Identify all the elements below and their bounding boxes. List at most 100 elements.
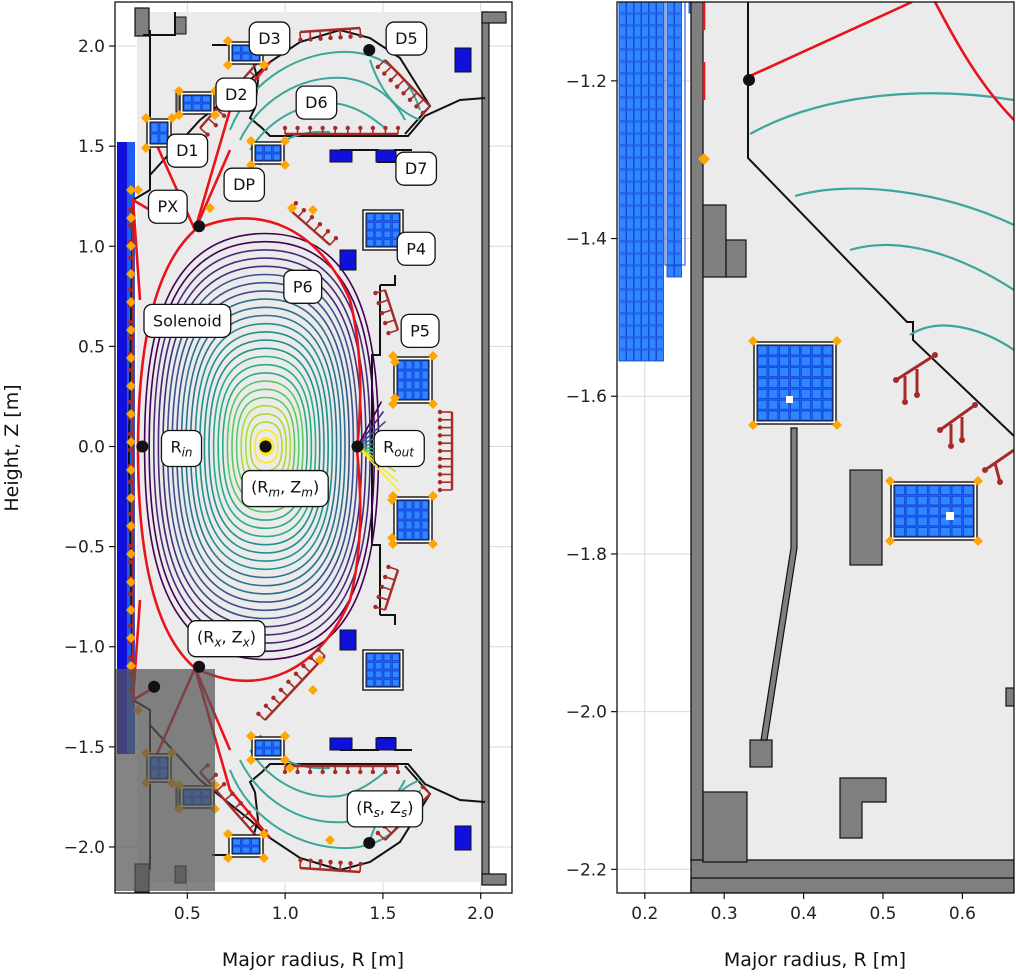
tile-bolt <box>298 857 303 863</box>
tile-bolt <box>127 335 133 341</box>
solenoid-cell <box>626 229 634 242</box>
solenoid-cell <box>666 217 675 230</box>
solenoid-cell <box>633 121 642 134</box>
tile-rail <box>289 209 331 246</box>
probe-marker <box>280 755 290 765</box>
x-tick-label: 0.6 <box>949 904 976 924</box>
solenoid-cell <box>674 145 682 158</box>
solenoid-cell <box>626 133 634 146</box>
probe-marker <box>973 536 983 546</box>
solenoid-cell <box>641 37 649 50</box>
tile-bolt <box>317 222 323 227</box>
tile-bolt <box>127 367 133 373</box>
point-magnetic-axis <box>259 440 272 453</box>
zoom-support-block <box>1005 687 1014 707</box>
tile-bolt <box>370 769 376 775</box>
tile-bolt <box>420 110 426 116</box>
solenoid-cell <box>633 25 642 38</box>
y-tick-label: −0.5 <box>64 538 105 558</box>
tile-bolt <box>414 104 419 109</box>
solenoid-cell <box>641 253 649 266</box>
solenoid-cell <box>648 25 657 38</box>
solenoid-cell <box>633 145 642 158</box>
vessel-flange-bottom <box>481 873 507 886</box>
open-field-line <box>356 411 385 447</box>
annotation-label: (Rx, Zx) <box>187 620 266 658</box>
tile-bolt <box>293 201 299 206</box>
tile-bolt <box>338 35 343 40</box>
solenoid-cell <box>641 337 649 350</box>
probe-marker <box>390 357 400 367</box>
main-xlabel: Major radius, R [m] <box>222 949 404 971</box>
tile-bolt <box>230 791 235 796</box>
probe-marker <box>885 476 895 486</box>
flux-contour <box>162 265 363 628</box>
solenoid-cell <box>648 133 657 146</box>
x-tick-label: 0.3 <box>711 904 738 924</box>
tile-bolt <box>205 132 210 137</box>
flux-contour <box>198 331 329 562</box>
svg-text:P5: P5 <box>410 321 430 340</box>
tile-bolt <box>348 861 353 866</box>
solenoid-cell <box>626 241 634 254</box>
solenoid-cell <box>648 193 657 206</box>
solenoid-cell <box>633 337 642 350</box>
probe-marker <box>748 336 758 346</box>
solenoid-cell <box>633 277 642 290</box>
probe-marker <box>390 393 400 403</box>
tile-bolt <box>383 125 388 131</box>
solenoid-cell <box>648 241 657 254</box>
solenoid-cell <box>641 229 649 242</box>
solenoid-cell <box>666 25 675 38</box>
solenoid-cell <box>626 193 634 206</box>
solenoid-cell <box>626 277 634 290</box>
tile-bolt <box>376 594 381 600</box>
solenoid-cell <box>618 97 627 110</box>
solenoid-cell <box>626 97 634 110</box>
point-upper-x-point <box>193 220 206 233</box>
tile-bolt <box>127 431 133 437</box>
tile-bolt <box>376 300 381 306</box>
tile-bolt <box>437 425 443 430</box>
tile-bolt <box>333 125 338 131</box>
zoom-support-block <box>725 239 747 278</box>
solenoid-cell <box>648 49 657 62</box>
solenoid-cell <box>641 109 649 122</box>
solenoid-cell <box>674 37 682 50</box>
probe-marker <box>223 36 233 46</box>
flux-contour <box>148 240 376 653</box>
tile-rail <box>384 59 431 107</box>
solenoid-cell <box>666 241 675 254</box>
solenoid-cell <box>666 73 675 86</box>
svg-text:D3: D3 <box>258 29 281 48</box>
x-tick-label: 2.0 <box>467 904 494 924</box>
zoom-support-block <box>702 791 748 863</box>
coil <box>748 336 842 430</box>
tile-bolt <box>127 479 133 485</box>
solenoid-cell <box>656 217 664 230</box>
solenoid-cell <box>656 277 664 290</box>
solenoid-cell <box>626 25 634 38</box>
solenoid-cell <box>648 181 657 194</box>
svg-text:DP: DP <box>233 175 255 194</box>
solenoid-cell <box>666 2 675 14</box>
flux-contour <box>194 322 334 571</box>
point-inner-midplane <box>136 440 149 453</box>
solenoid-cell <box>666 49 675 62</box>
tile-bolt <box>127 623 133 629</box>
solenoid-cell <box>674 121 682 134</box>
tile-bolt <box>127 543 133 549</box>
structure-block <box>174 16 187 35</box>
svg-text:Rin: Rin <box>170 437 192 459</box>
y-tick-label: −1.2 <box>566 72 607 92</box>
annotation-label: D6 <box>295 85 338 120</box>
zoom-x-point-marker <box>743 74 755 86</box>
solenoid-cell <box>674 193 682 206</box>
y-tick-label: −1.4 <box>566 230 607 250</box>
solenoid-cell <box>641 13 649 26</box>
solenoid-cell <box>656 121 664 134</box>
probe-marker <box>223 829 233 839</box>
